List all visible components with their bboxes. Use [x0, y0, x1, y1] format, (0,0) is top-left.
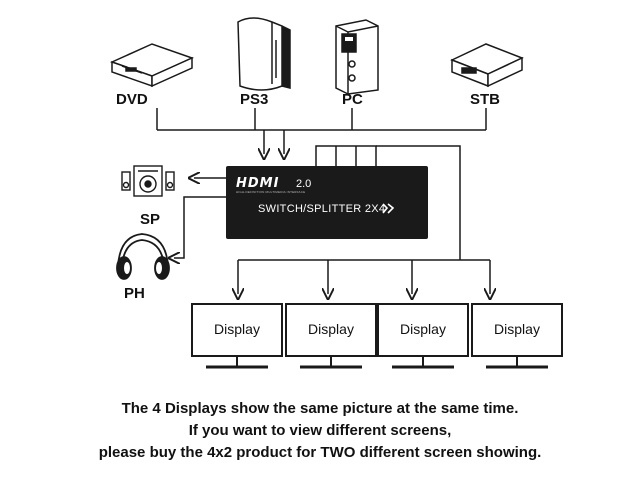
- headphones-icon: [116, 233, 170, 280]
- caption-line-3: please buy the 4x2 product for TWO diffe…: [98, 444, 542, 461]
- output-bus-lines: [238, 145, 490, 294]
- hdmi-logo: HDMI: [236, 176, 280, 191]
- stb-label: STB: [470, 91, 500, 108]
- display-label: Display: [494, 321, 540, 337]
- speaker-label: SP: [140, 211, 161, 228]
- display-monitor-icon: [377, 303, 469, 369]
- display-label: Display: [400, 321, 446, 337]
- hdmi-switch-device: [226, 166, 428, 239]
- hdmi-version: 2.0: [296, 178, 312, 190]
- headphone-label: PH: [124, 285, 145, 302]
- dvd-label: DVD: [116, 91, 148, 108]
- ps3-console-icon: [237, 17, 291, 91]
- caption-line-1: The 4 Displays show the same picture at …: [121, 400, 519, 417]
- display-monitor-icon: [191, 303, 283, 369]
- switch-model-label: SWITCH/SPLITTER 2X4: [258, 203, 386, 215]
- ps3-label: PS3: [240, 91, 269, 108]
- pc-tower-icon: [335, 19, 379, 95]
- display-monitor-icon: [285, 303, 377, 369]
- display-label: Display: [214, 321, 260, 337]
- display-monitor-icon: [471, 303, 563, 369]
- set-top-box-icon: [450, 43, 524, 88]
- speaker-system-icon: [121, 165, 175, 197]
- hdmi-tagline: HIGH-DEFINITION MULTIMEDIA INTERFACE: [236, 190, 306, 194]
- source-bus-lines: [156, 108, 487, 154]
- pc-label: PC: [342, 91, 363, 108]
- dvd-player-icon: [109, 43, 195, 88]
- audio-output-lines: [174, 178, 226, 258]
- brand-mark-icon: [382, 203, 394, 214]
- display-label: Display: [308, 321, 354, 337]
- caption-line-2: If you want to view different screens,: [188, 422, 452, 439]
